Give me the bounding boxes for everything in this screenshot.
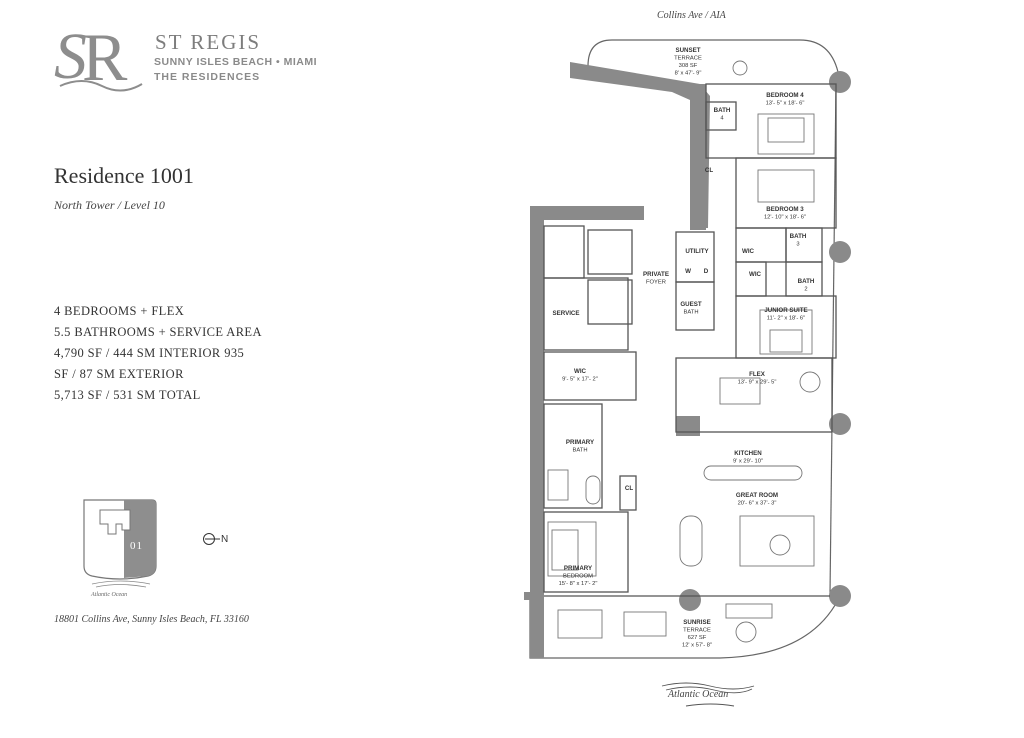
spec-line: 5,713 SF / 531 SM TOTAL xyxy=(54,388,201,402)
brand-monogram: S R xyxy=(52,16,144,95)
brand-location: SUNNY ISLES BEACH • MIAMI xyxy=(154,56,317,68)
spec-line: 4 BEDROOMS + FLEX xyxy=(54,304,185,318)
room-label-sunset: SUNSET xyxy=(675,47,700,54)
north-arrow-icon xyxy=(202,532,220,546)
address: 18801 Collins Ave, Sunny Isles Beach, FL… xyxy=(54,614,249,625)
brand-name: ST REGIS xyxy=(155,30,262,54)
room-label-bed4: 13'- 5" x 18'- 6" xyxy=(766,101,805,107)
room-label-sunset: 308 SF xyxy=(679,63,698,69)
walls xyxy=(524,62,710,658)
room-label-bath4: 4 xyxy=(720,116,724,122)
room-label-utility: UTILITY xyxy=(685,248,709,255)
room-label-wic1: WIC xyxy=(742,248,755,255)
key-plan-ocean-label: Atlantic Ocean xyxy=(91,592,128,598)
room-label-bath2: BATH xyxy=(798,278,815,285)
monogram-icon: S R xyxy=(54,19,143,95)
column xyxy=(829,413,851,435)
brand-tagline: THE RESIDENCES xyxy=(154,71,261,83)
room-label-cl1: CL xyxy=(705,167,713,174)
room-label-foyer: FOYER xyxy=(646,280,666,286)
room-label-service: SERVICE xyxy=(552,310,579,317)
column xyxy=(829,241,851,263)
room-label-wic3: WIC xyxy=(574,368,587,375)
room-label-pbed: BEDROOM xyxy=(563,574,593,580)
furniture xyxy=(547,60,821,643)
room-label-junior: 11'- 2" x 18'- 6" xyxy=(767,316,805,322)
room-label-pbath: PRIMARY xyxy=(566,439,595,446)
room-label-sunrise: 12' x 57'- 8" xyxy=(682,643,712,649)
room-label-kitchen: 9' x 29'- 10" xyxy=(733,459,763,465)
exterior-wall xyxy=(829,81,837,595)
column xyxy=(829,585,851,607)
room-label-flex: FLEX xyxy=(749,371,766,378)
room-label-sunrise: TERRACE xyxy=(683,628,711,634)
room-label-guest: BATH xyxy=(683,310,698,316)
room-label-bath3: 3 xyxy=(796,242,799,248)
room-label-great: 20'- 6" x 37'- 3" xyxy=(738,501,777,507)
residence-subtitle: North Tower / Level 10 xyxy=(54,198,165,212)
room-label-sunrise: 627 SF xyxy=(688,635,707,641)
room-label-bed4: BEDROOM 4 xyxy=(766,92,804,99)
key-plan-unit: 01 xyxy=(130,540,143,552)
room-label-bed3: BEDROOM 3 xyxy=(766,206,804,213)
room-label-bath3: BATH xyxy=(790,233,807,240)
sunset-terrace xyxy=(587,39,839,82)
room-label-foyer: PRIVATE xyxy=(643,271,669,278)
room-label-bed3: 12'- 10" x 18'- 6" xyxy=(764,215,806,221)
north-label: N xyxy=(221,534,229,545)
room-label-sunset: TERRACE xyxy=(674,56,702,62)
room-label-guest: GUEST xyxy=(680,301,702,308)
street-label: Collins Ave / AIA xyxy=(657,10,726,21)
waves-icon xyxy=(656,678,756,708)
room-label-bath4: BATH xyxy=(714,107,731,114)
room-label-w: W xyxy=(685,268,691,275)
column xyxy=(829,71,851,93)
room-label-junior: JUNIOR SUITE xyxy=(764,307,807,314)
spec-line: 5.5 BATHROOMS + SERVICE AREA xyxy=(54,325,262,339)
room-label-d: D xyxy=(704,268,709,275)
room-label-flex: 13'- 9" x 29'- 5" xyxy=(738,380,777,386)
room-label-sunset: 8' x 47'- 9" xyxy=(675,71,702,77)
spec-line: SF / 87 SM EXTERIOR xyxy=(54,367,184,381)
partitions xyxy=(543,83,837,597)
room-label-pbath: BATH xyxy=(572,448,587,454)
room-label-pbed: 15'- 8" x 17'- 2" xyxy=(559,581,598,587)
room-label-wic3: 9'- 5" x 17'- 2" xyxy=(562,377,598,383)
ocean-label: Atlantic Ocean xyxy=(668,689,729,700)
sunrise-terrace xyxy=(529,596,839,659)
column xyxy=(679,589,701,611)
room-label-kitchen: KITCHEN xyxy=(734,450,762,457)
spec-line: 4,790 SF / 444 SM INTERIOR 935 xyxy=(54,346,245,360)
key-plan xyxy=(80,496,160,592)
room-label-wic2: WIC xyxy=(749,271,762,278)
room-label-cl2: CL xyxy=(625,485,633,492)
room-label-bath2: 2 xyxy=(804,287,807,293)
room-label-great: GREAT ROOM xyxy=(736,492,778,499)
room-label-pbed: PRIMARY xyxy=(564,565,593,572)
residence-title: Residence 1001 xyxy=(54,163,194,188)
room-label-sunrise: SUNRISE xyxy=(683,619,711,626)
